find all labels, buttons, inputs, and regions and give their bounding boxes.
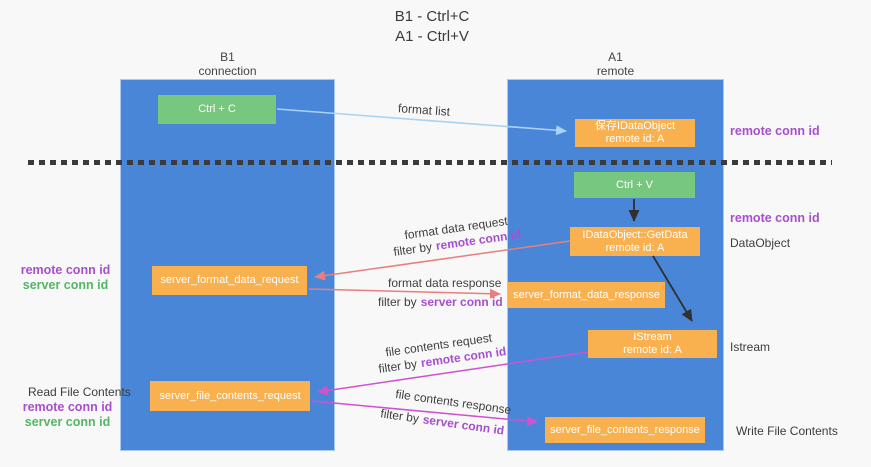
node-save-idataobject-line2: remote id: A [605, 133, 665, 145]
dashed-divider [28, 160, 832, 165]
filter-by-text: filter by [377, 356, 418, 376]
annotation-read-file-contents: Read File Contents [28, 385, 131, 399]
annotation-remote-conn-id-left-1: remote conn id [20, 263, 111, 277]
annotation-remote-conn-id-right-1: remote conn id [730, 124, 820, 138]
title-line-2: A1 - Ctrl+V [395, 28, 469, 45]
lifeline-left-role: connection [198, 64, 257, 78]
annotation-remote-conn-id-right-2: remote conn id [730, 211, 820, 225]
lifeline-left-name: B1 [220, 50, 235, 64]
label-format-data-response: format data response [388, 276, 502, 290]
annotation-server-conn-id-left-1: server conn id [22, 278, 109, 292]
diagram-title: B1 - Ctrl+C A1 - Ctrl+V [352, 7, 512, 47]
lifeline-right-name: A1 [608, 50, 623, 64]
server-conn-id-text: server conn id [420, 295, 503, 309]
node-idataobject-getdata: IDataObject::GetData remote id: A [570, 227, 700, 256]
annotation-istream: Istream [730, 340, 771, 354]
node-istream-line2: remote id: A [623, 344, 682, 356]
annotation-left-conn-ids-bottom: remote conn id server conn id [20, 400, 115, 430]
server-conn-id-text: server conn id [421, 412, 506, 438]
annotation-dataobject: DataObject [730, 236, 791, 250]
annotation-server-conn-id-left-2: server conn id [24, 415, 111, 429]
node-ctrl-c: Ctrl + C [158, 95, 276, 124]
filter-by-text: filter by [392, 239, 433, 259]
annotation-write-file-contents: Write File Contents [736, 424, 838, 438]
lifeline-right-header: A1 remote [507, 50, 724, 78]
node-save-idataobject: 保存IDataObject remote id: A [575, 119, 695, 147]
node-server-file-contents-response: server_file_contents_response [545, 417, 705, 443]
node-server-format-data-response: server_format_data_response [508, 282, 665, 308]
node-server-file-contents-request: server_file_contents_request [150, 381, 310, 411]
filter-by-text: filter by [379, 406, 420, 426]
node-idataobject-getdata-line2: remote id: A [605, 241, 665, 254]
lifeline-left-header: B1 connection [120, 50, 335, 78]
title-line-1: B1 - Ctrl+C [394, 8, 470, 25]
node-istream: IStream remote id: A [588, 330, 717, 358]
node-ctrl-v: Ctrl + V [574, 172, 695, 198]
lifeline-right-role: remote [596, 64, 635, 78]
label-format-list: format list [397, 101, 451, 119]
node-server-format-data-request: server_format_data_request [152, 266, 307, 295]
node-save-idataobject-line1: 保存IDataObject [594, 120, 676, 132]
node-idataobject-getdata-line1: IDataObject::GetData [582, 228, 688, 241]
annotation-remote-conn-id-left-2: remote conn id [22, 400, 113, 414]
annotation-left-conn-ids-top: remote conn id server conn id [18, 263, 113, 293]
node-istream-line1: IStream [633, 331, 672, 343]
filter-by-text: filter by [378, 295, 417, 309]
